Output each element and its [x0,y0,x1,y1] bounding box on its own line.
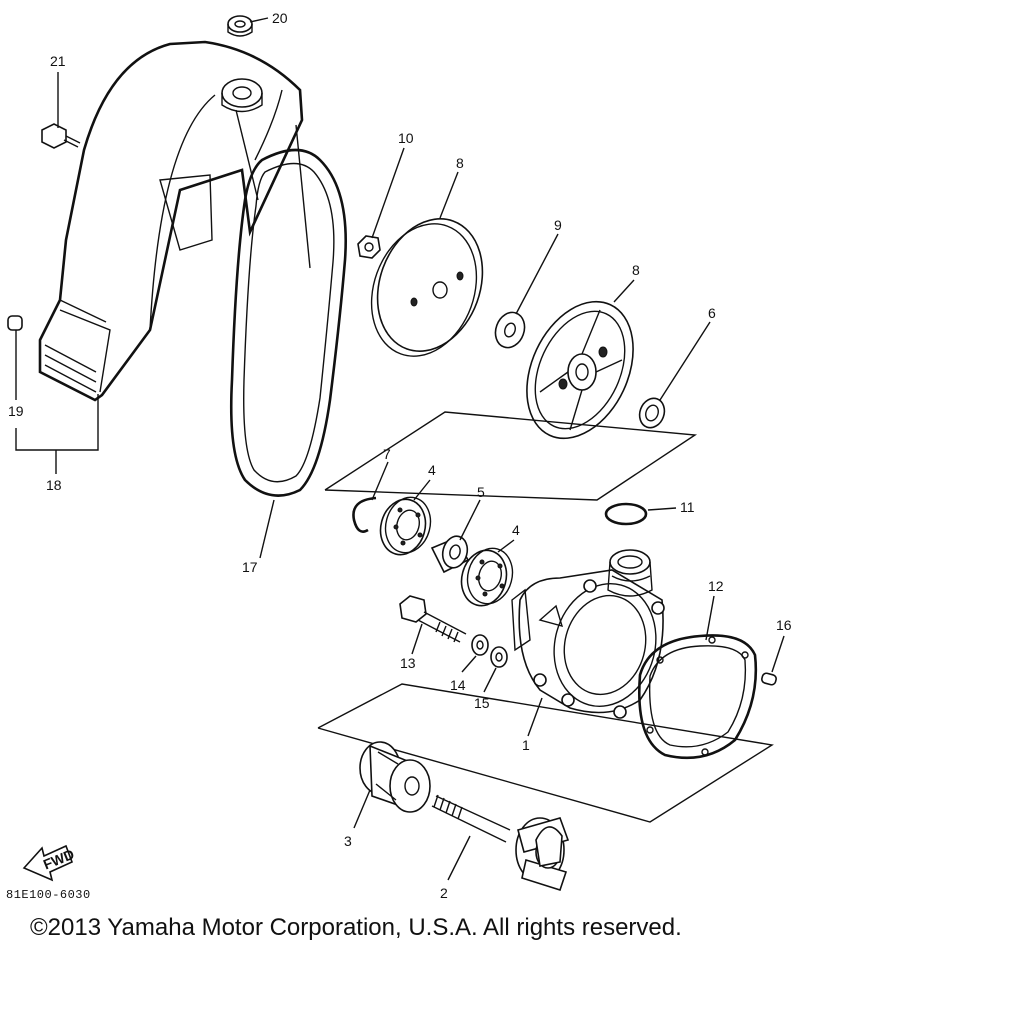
housing-bolt [399,595,467,643]
callout-2: 2 [440,885,448,901]
assembly-bracket-upper [324,411,698,501]
callout-14: 14 [450,677,466,693]
circlip [352,496,377,533]
callout-18: 18 [46,477,62,493]
ball-bearing-right [460,547,514,607]
pump-housing [511,549,665,719]
callout-19: 19 [8,403,24,419]
lock-washer [471,634,489,656]
forward-direction-arrow: FWD [22,844,76,882]
callout-12: 12 [708,578,724,594]
housing-gasket [638,634,758,760]
exploded-parts-diagram: FWD 20 21 19 18 10 8 9 8 [7,10,792,901]
collar [7,315,23,331]
diagram-reference-code: 81E100-6030 [6,888,91,902]
callout-20: 20 [272,10,288,26]
callout-4-left: 4 [428,462,436,478]
flange-bolt [41,123,81,149]
callout-6: 6 [708,305,716,321]
bearing-spacer [430,535,470,574]
callout-8-upper: 8 [456,155,464,171]
callout-17: 17 [242,559,258,575]
pulley-half-outer [370,218,484,357]
assembly-bracket-lower [317,683,774,823]
callout-10: 10 [398,130,414,146]
oil-seal [638,397,666,429]
o-ring [604,502,648,526]
flat-washer [490,646,508,668]
callout-11: 11 [680,499,695,515]
v-belt [229,148,347,497]
grommet [227,15,253,37]
mechanical-seal [359,741,431,813]
callout-21: 21 [50,53,66,69]
leader-lines [15,17,785,881]
pulley-half-inner [526,300,634,440]
callout-labels: 20 21 19 18 10 8 9 8 6 7 4 5 4 11 12 16 … [8,10,792,901]
belt-cover [38,40,311,402]
callout-13: 13 [400,655,416,671]
callout-9: 9 [554,217,562,233]
impeller-shaft [431,794,570,891]
callout-8-lower: 8 [632,262,640,278]
callout-16: 16 [776,617,792,633]
copyright-notice: ©2013 Yamaha Motor Corporation, U.S.A. A… [30,914,682,941]
pulley-nut [357,235,381,259]
callout-3: 3 [344,833,352,849]
callout-1: 1 [522,737,530,753]
ball-bearing-left [379,496,432,556]
spacer-washer [494,311,526,349]
callout-15: 15 [474,695,490,711]
callout-5: 5 [477,484,485,500]
callout-7: 7 [383,446,391,462]
callout-4-right: 4 [512,522,520,538]
dowel-pin [761,672,777,686]
